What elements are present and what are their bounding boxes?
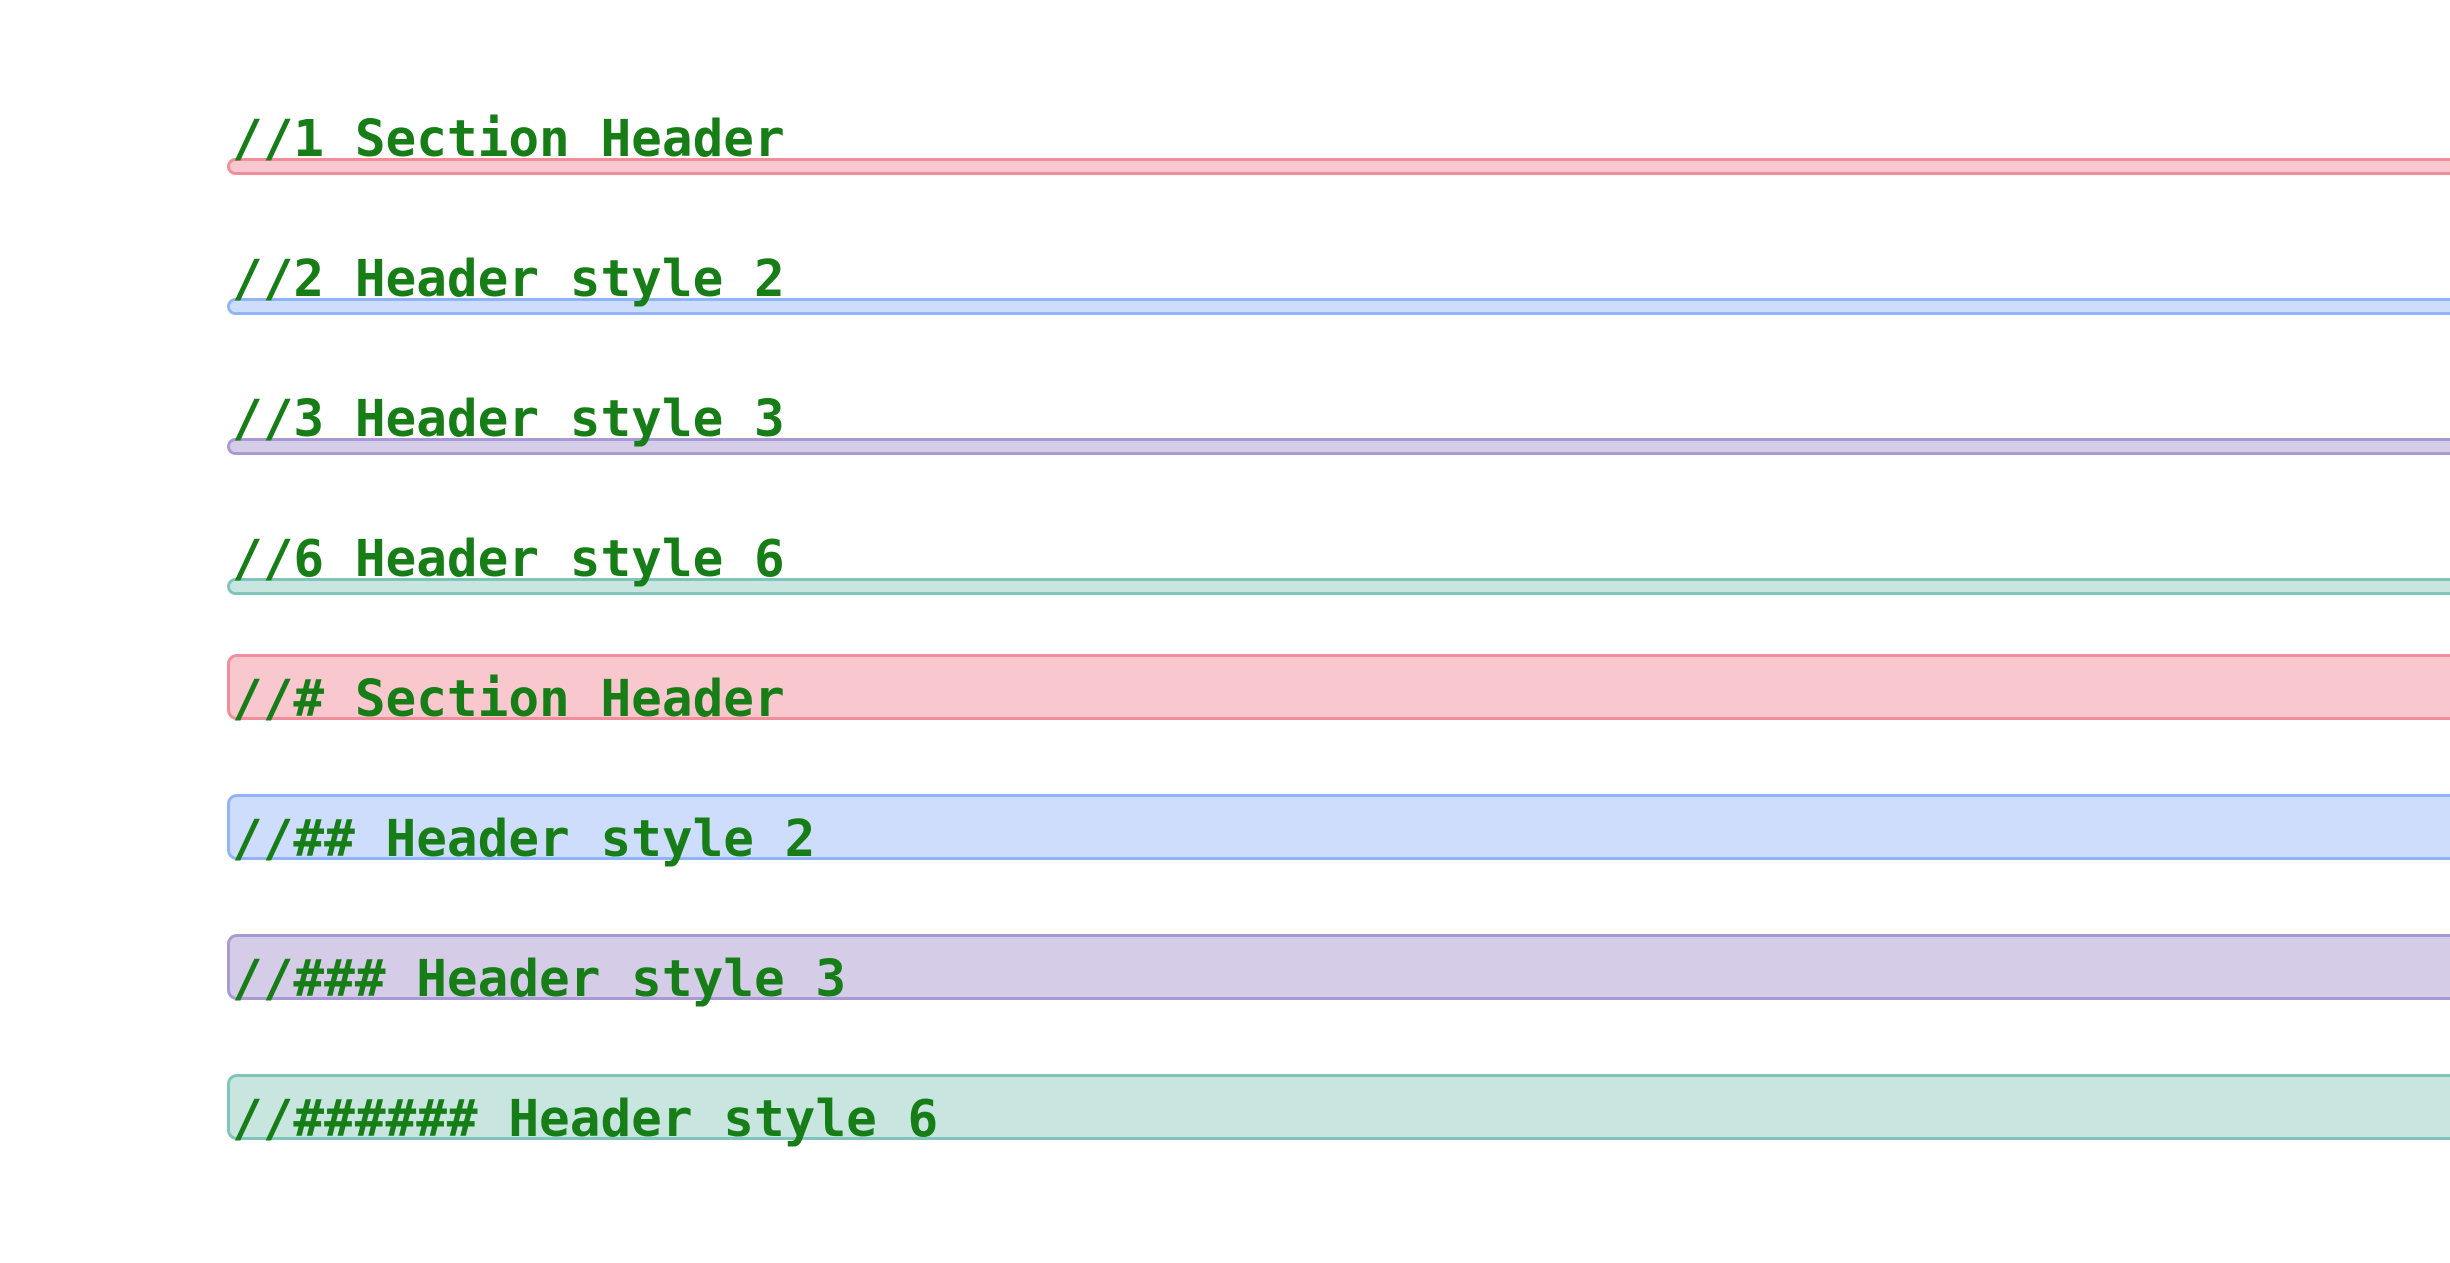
comment-header-text: //### Header style 3 [232, 950, 847, 1009]
header-underline-bar [227, 298, 2450, 315]
comment-header-text: //## Header style 2 [232, 810, 816, 869]
comment-header-line-teal-highlight: //###### Header style 6 [227, 1074, 2450, 1155]
header-highlight-box [227, 654, 2450, 720]
comment-header-line-red-highlight: //# Section Header [227, 654, 2450, 735]
header-highlight-box [227, 934, 2450, 1000]
comment-header-line-red-underline: //1 Section Header [227, 105, 2450, 175]
comment-header-text: //2 Header style 2 [232, 250, 785, 309]
comment-header-line-blue-underline: //2 Header style 2 [227, 245, 2450, 315]
header-highlight-box [227, 1074, 2450, 1140]
comment-header-line-purple-highlight: //### Header style 3 [227, 934, 2450, 1015]
comment-header-text: //# Section Header [232, 670, 785, 729]
header-underline-bar [227, 438, 2450, 455]
comment-header-text: //###### Header style 6 [232, 1090, 939, 1149]
header-highlight-box [227, 794, 2450, 860]
comment-header-text: //6 Header style 6 [232, 530, 785, 589]
comment-header-line-teal-underline: //6 Header style 6 [227, 525, 2450, 595]
comment-header-line-blue-highlight: //## Header style 2 [227, 794, 2450, 875]
comment-header-text: //1 Section Header [232, 110, 785, 169]
comment-header-line-purple-underline: //3 Header style 3 [227, 385, 2450, 455]
header-underline-bar [227, 158, 2450, 175]
comment-header-text: //3 Header style 3 [232, 390, 785, 449]
header-underline-bar [227, 578, 2450, 595]
